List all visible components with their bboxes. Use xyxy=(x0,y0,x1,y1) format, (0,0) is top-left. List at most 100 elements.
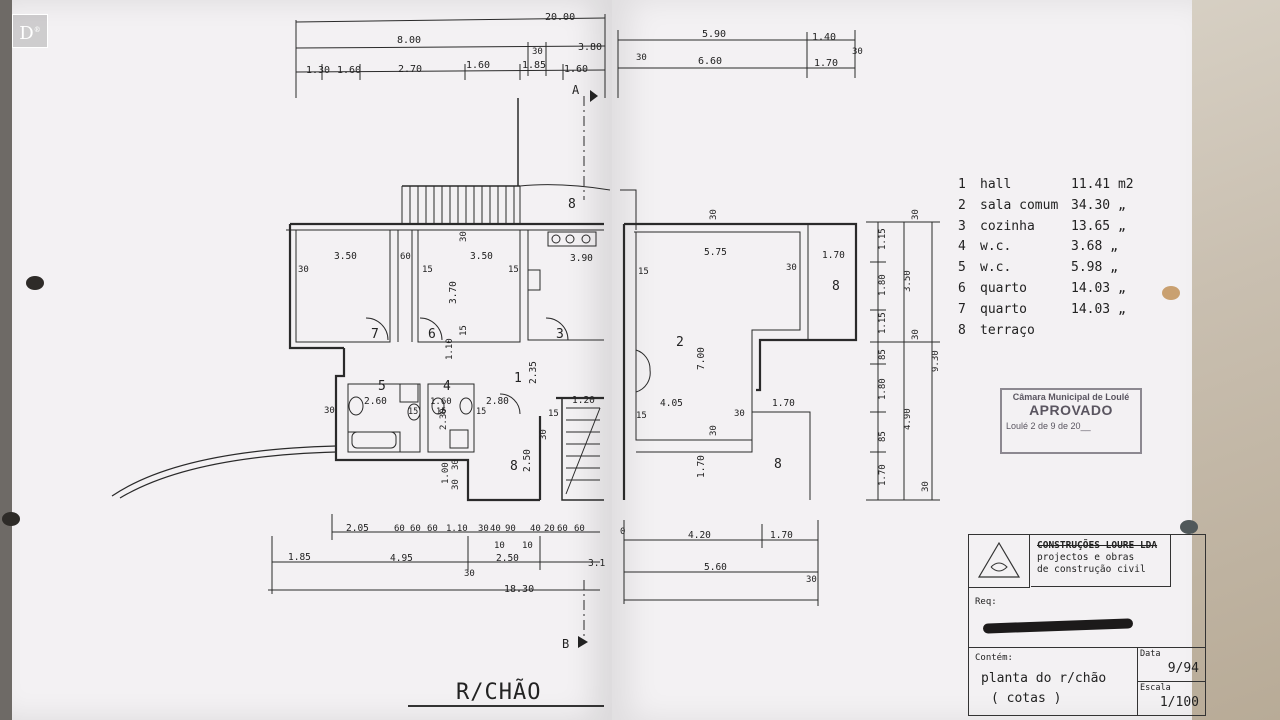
dim: 15 xyxy=(636,411,647,421)
dim: 0 xyxy=(620,527,625,537)
legend-num: 4 xyxy=(958,239,966,255)
legend-row: 1 hall 11.41 m2 xyxy=(958,177,1158,198)
firm-info: CONSTRUÇÕES LOURE LDA projectos e obras … xyxy=(1031,535,1171,587)
dim: 1.15 xyxy=(878,228,888,250)
dim: 1.60 xyxy=(564,64,588,75)
dim: 7.00 xyxy=(696,347,707,370)
room-number: 8 xyxy=(510,459,518,474)
date-field: Data 9/94 xyxy=(1137,647,1205,682)
dim: 60 xyxy=(557,524,568,534)
legend-name: hall xyxy=(980,177,1012,192)
dim: 3.50 xyxy=(470,251,493,262)
dim: 4.20 xyxy=(688,530,711,541)
dim: 60 xyxy=(394,524,405,534)
dim: 30 xyxy=(709,425,719,436)
requester-field: Req: xyxy=(969,587,1205,648)
dim: 30 xyxy=(539,429,549,440)
dim: 1.10 xyxy=(445,338,455,360)
dim: 1.60 xyxy=(466,60,490,71)
dim: 5.60 xyxy=(704,562,727,573)
dim: 15 xyxy=(638,267,649,277)
dim: 30 xyxy=(464,569,475,579)
dim: 6.60 xyxy=(698,56,722,67)
dim: 2.70 xyxy=(398,64,422,75)
legend-area: 5.98 „ xyxy=(1071,260,1118,276)
dim: 40 xyxy=(490,524,501,534)
content-label: Contém: xyxy=(975,653,1013,663)
legend-area: 14.03 „ xyxy=(1071,280,1126,296)
dim: 15 xyxy=(459,325,469,336)
room-number: 7 xyxy=(371,327,379,342)
firm-logo-icon xyxy=(969,535,1030,588)
legend-name: cozinha xyxy=(980,218,1035,234)
legend-num: 5 xyxy=(958,260,966,276)
dim: 30 xyxy=(911,209,921,220)
dim: 1.80 xyxy=(878,378,888,400)
dim: 2.60 xyxy=(364,396,387,407)
dim: 3.50 xyxy=(334,251,357,262)
dim: 1.40 xyxy=(812,32,836,43)
dim: 10 xyxy=(522,541,533,551)
dim: 1.10 xyxy=(446,524,468,534)
dim: 85 xyxy=(878,349,888,360)
dim: 5.75 xyxy=(704,247,727,258)
title-underline xyxy=(408,705,604,707)
req-label: Req: xyxy=(975,597,997,607)
firm-line: de construção civil xyxy=(1037,564,1146,575)
room-number: 8 xyxy=(832,279,840,294)
dim: 30 xyxy=(921,481,931,492)
legend-num: 6 xyxy=(958,280,966,296)
dim: 3.1 xyxy=(588,558,605,569)
dim: 60 xyxy=(574,524,585,534)
dim: 2.50 xyxy=(496,553,519,564)
dim: 30 xyxy=(532,47,543,57)
dim: 1.70 xyxy=(696,455,707,478)
dim-overall: 20.00 xyxy=(545,12,575,23)
dim: 5.90 xyxy=(702,29,726,40)
dim: 3.50 xyxy=(903,270,913,292)
dim: 1.30 xyxy=(306,65,330,76)
scale-value: 1/100 xyxy=(1159,695,1199,710)
binder-hole xyxy=(26,276,44,290)
dim: 4.95 xyxy=(390,553,413,564)
dim: 2.50 xyxy=(522,449,533,472)
dim: 2.80 xyxy=(486,396,509,407)
redacted-name xyxy=(982,618,1134,634)
dim: 85 xyxy=(878,431,888,442)
dim: 15 xyxy=(422,265,433,275)
legend-name: quarto xyxy=(980,301,1027,317)
room-number: 8 xyxy=(774,457,782,472)
dim: 4.90 xyxy=(903,408,913,430)
section-mark-b: B xyxy=(562,637,569,651)
dim: 60 xyxy=(400,252,411,262)
legend-num: 7 xyxy=(958,301,966,317)
dim: 30 xyxy=(298,265,309,275)
room-number: 6 xyxy=(428,327,436,342)
legend-num: 8 xyxy=(958,322,966,338)
dim: 30 xyxy=(806,575,817,585)
approval-stamp: Câmara Municipal de Loulé APROVADO Loulé… xyxy=(1000,388,1142,454)
dim: 3.70 xyxy=(448,281,459,304)
legend-area: 11.41 m2 xyxy=(1071,177,1134,192)
dim: 60 xyxy=(410,524,421,534)
drawing-title: R/CHÃO xyxy=(456,680,542,705)
section-mark-a: A xyxy=(572,83,580,97)
legend-num: 1 xyxy=(958,177,966,192)
dim: 3.80 xyxy=(578,42,602,53)
dim: 1.70 xyxy=(814,58,838,69)
room-number: 4 xyxy=(443,379,451,394)
binder-hole xyxy=(2,512,20,526)
dim: 1.60 xyxy=(337,65,361,76)
dim: 30 xyxy=(451,459,461,470)
dim: 2.35 xyxy=(528,361,539,384)
dim: 15 xyxy=(548,409,559,419)
dim: 1.15 xyxy=(878,312,888,334)
dim: 60 xyxy=(427,524,438,534)
